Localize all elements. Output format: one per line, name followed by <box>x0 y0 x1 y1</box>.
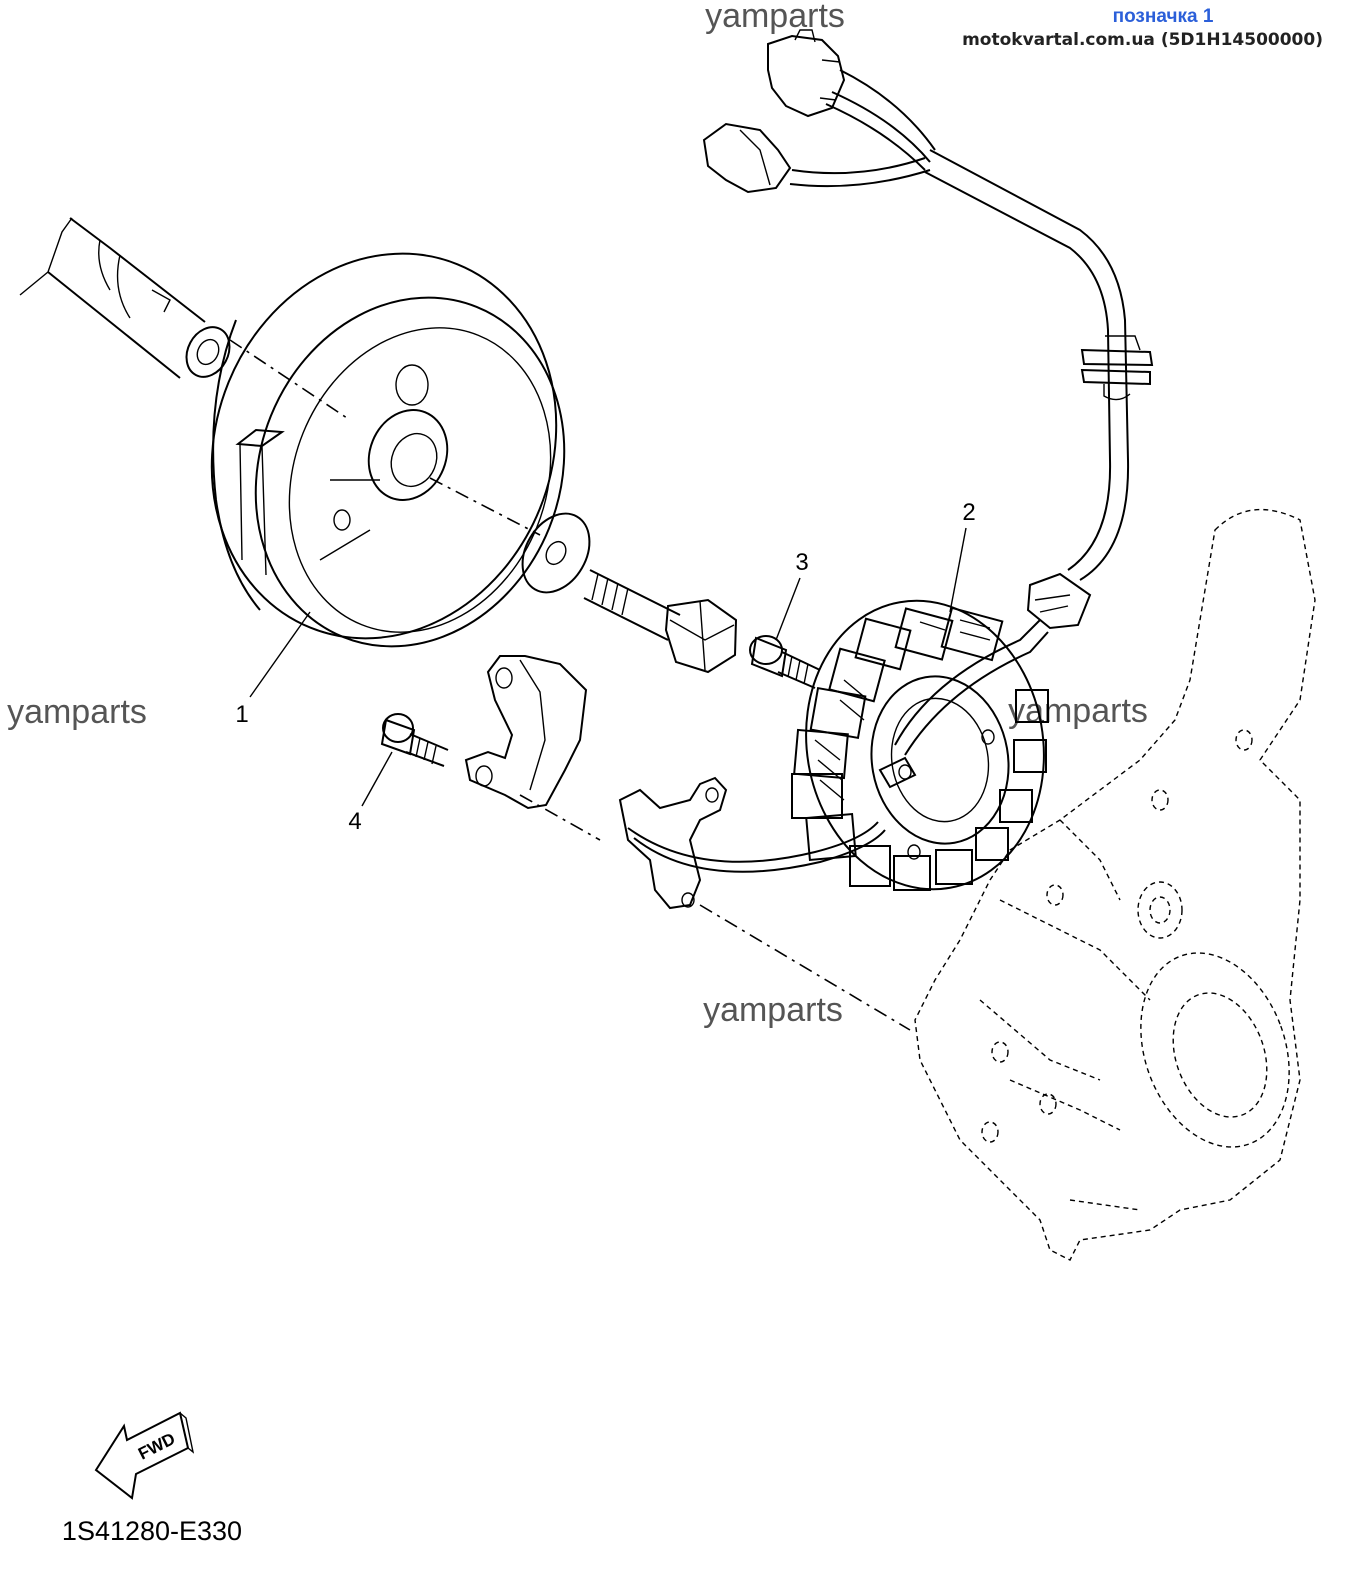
watermark-center: yamparts <box>703 991 843 1029</box>
leader-1 <box>249 611 311 698</box>
coil-bracket <box>464 655 588 810</box>
rotor-flywheel <box>210 252 566 648</box>
diagram-code: 1S41280-E330 <box>62 1516 242 1546</box>
callout-3: 3 <box>795 549 808 576</box>
leader-3 <box>775 577 801 641</box>
watermark-top: yamparts <box>705 0 845 35</box>
wire-harness <box>702 29 1154 630</box>
leader-2 <box>949 527 967 613</box>
alignment-line-pickup <box>699 904 911 1031</box>
bracket-screw <box>380 713 449 767</box>
alignment-line-bracket <box>519 794 601 841</box>
rotor-bolt <box>583 569 738 674</box>
callout-1: 1 <box>235 701 248 728</box>
watermark-left: yamparts <box>7 693 147 731</box>
pickup-coil <box>618 776 886 910</box>
stator-coil <box>791 599 1049 891</box>
fwd-arrow-icon: FWD <box>94 1411 195 1500</box>
washer <box>521 512 591 594</box>
crankcase <box>914 508 1316 1261</box>
crankshaft-end <box>19 217 231 379</box>
watermark-right: yamparts <box>1008 692 1148 730</box>
source-site: motokvartal.com.ua (5D1H14500000) <box>962 30 1323 50</box>
diagram-label: позначка 1 <box>1113 6 1214 27</box>
stator-screw <box>749 635 821 689</box>
callout-4: 4 <box>348 808 361 835</box>
fwd-label: FWD <box>135 1429 178 1464</box>
leader-4 <box>361 751 393 807</box>
callout-2: 2 <box>962 499 975 526</box>
